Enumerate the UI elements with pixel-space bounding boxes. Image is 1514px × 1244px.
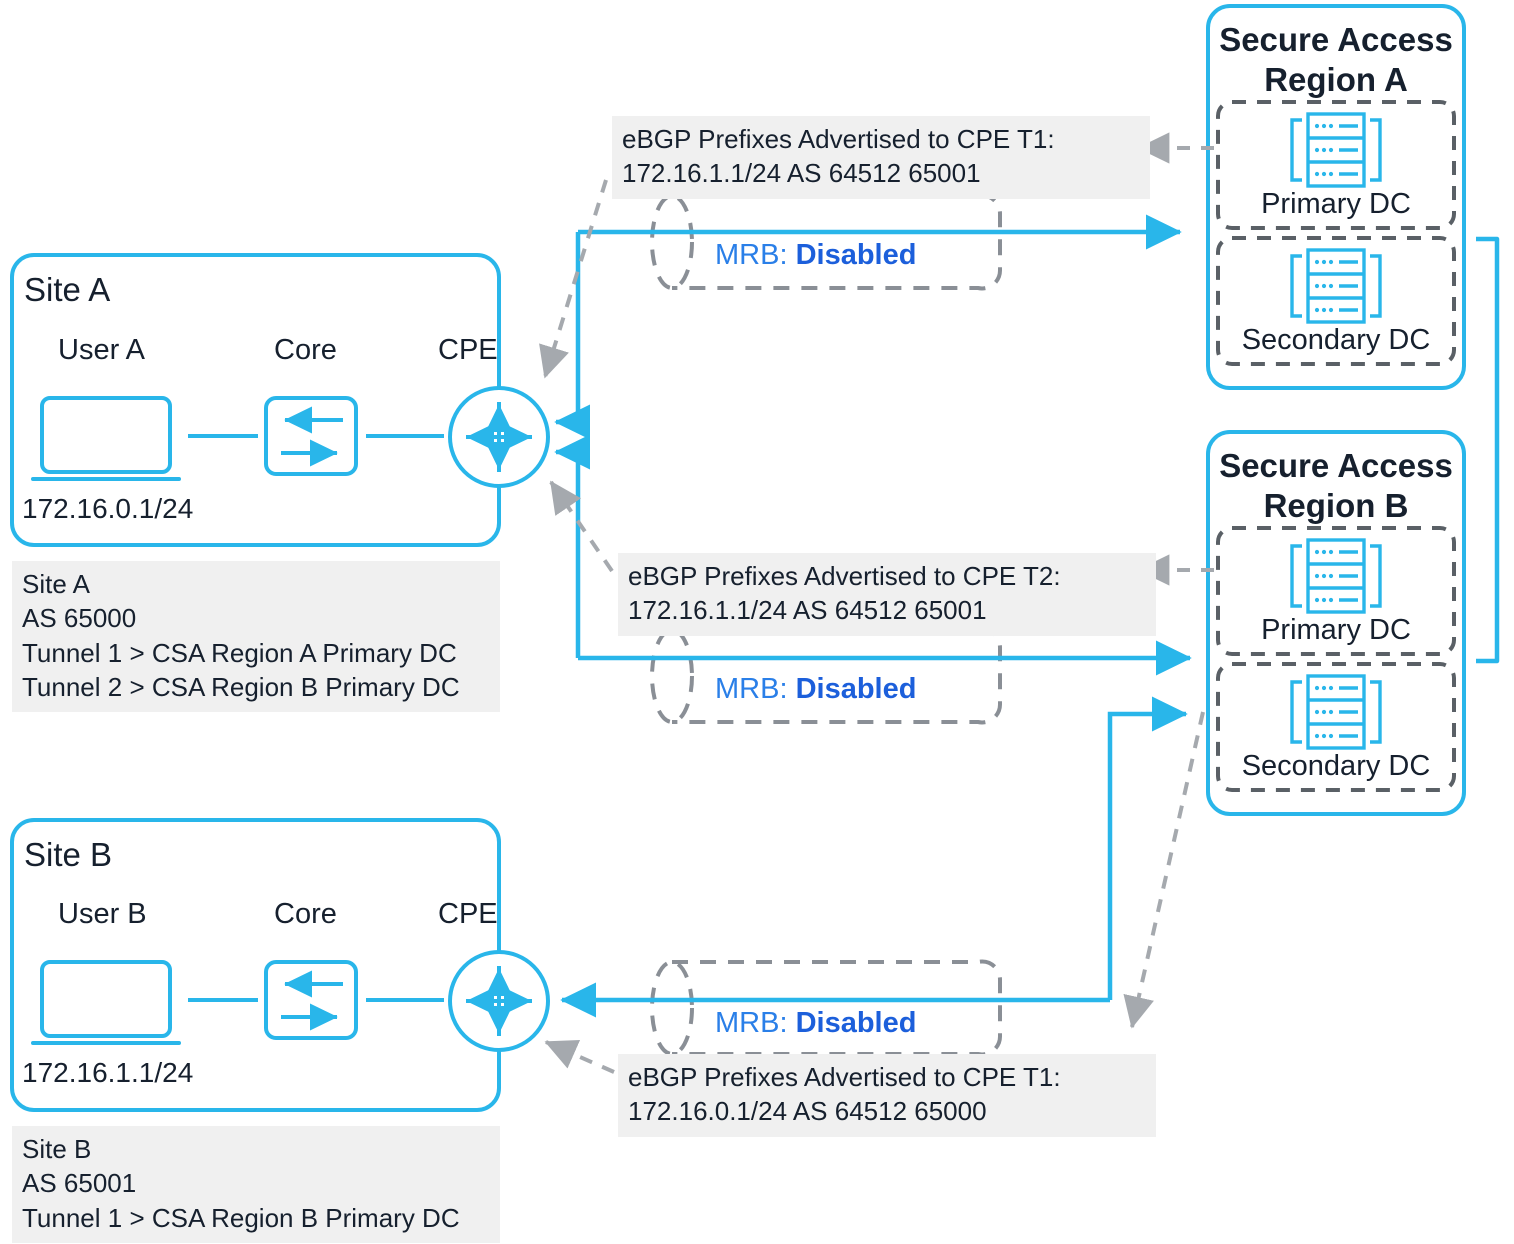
region-interconnect-bracket bbox=[1476, 236, 1500, 664]
region-a-title: Secure Access Region A bbox=[1219, 21, 1453, 98]
site-b-cpe-label: CPE bbox=[438, 898, 498, 930]
tunnel-bottom-capsule bbox=[650, 959, 1003, 1057]
site-b-info-box: Site B AS 65001 Tunnel 1 > CSA Region B … bbox=[12, 1126, 500, 1243]
region-b-secondary-dc-server-rack-icon bbox=[1290, 674, 1382, 750]
region-b-primary-dc-label: Primary DC bbox=[1261, 614, 1411, 646]
site-a-core-label: Core bbox=[274, 334, 337, 366]
tunnel-bottom-mrb-label: MRB: Disabled bbox=[715, 1007, 916, 1040]
region-b-container bbox=[1206, 430, 1466, 816]
site-b-ip-label: 172.16.1.1/24 bbox=[22, 1057, 194, 1088]
site-a-user-label: User A bbox=[58, 334, 146, 366]
region-a-container bbox=[1206, 4, 1466, 390]
ebgp-note-middle-leader-to-site-a-cpe bbox=[549, 480, 614, 573]
site-b-title: Site B bbox=[24, 836, 113, 873]
site-a-ip-label: 172.16.0.1/24 bbox=[22, 493, 194, 524]
tunnel-bottom-mrb-value: Disabled bbox=[795, 1007, 917, 1039]
region-b-primary-dc-server-rack-icon bbox=[1290, 538, 1382, 614]
ebgp-note-bottom-leader-to-site-b-cpe bbox=[544, 1039, 615, 1074]
region-b-title: Secure Access Region B bbox=[1219, 447, 1453, 524]
region-a-primary-dc-label: Primary DC bbox=[1261, 188, 1411, 220]
tunnel-top-mrb-key: MRB: bbox=[715, 239, 788, 271]
site-a-switch-icon bbox=[264, 396, 358, 476]
ebgp-note-middle-line1: eBGP Prefixes Advertised to CPE T2: bbox=[628, 561, 1061, 591]
tunnel-bottom-mrb-key: MRB: bbox=[715, 1007, 788, 1039]
site-b-cpe-router-icon bbox=[448, 950, 550, 1052]
region-a-primary-dc-server-rack-icon bbox=[1290, 112, 1382, 188]
site-b-core-label: Core bbox=[274, 898, 337, 930]
ebgp-note-top-line1: eBGP Prefixes Advertised to CPE T1: bbox=[622, 124, 1055, 154]
tunnel-middle-mrb-label: MRB: Disabled bbox=[715, 673, 916, 706]
ebgp-note-bottom: eBGP Prefixes Advertised to CPE T1: 172.… bbox=[618, 1054, 1156, 1137]
region-a-secondary-dc-server-rack-icon bbox=[1290, 248, 1382, 324]
region-a-secondary-dc-label: Secondary DC bbox=[1241, 324, 1431, 356]
site-a-title: Site A bbox=[24, 271, 111, 308]
tunnel-3-path-site-b-to-region-b-secondary bbox=[1107, 696, 1188, 1000]
ebgp-note-top-line2: 172.16.1.1/24 AS 64512 65001 bbox=[622, 158, 981, 189]
site-b-user-label: User B bbox=[58, 898, 147, 930]
site-b-switch-icon bbox=[264, 960, 358, 1040]
site-a-cpe-router-icon bbox=[448, 386, 550, 488]
site-a-info-box: Site A AS 65000 Tunnel 1 > CSA Region A … bbox=[12, 561, 500, 713]
ebgp-note-top: eBGP Prefixes Advertised to CPE T1: 172.… bbox=[612, 116, 1150, 199]
tunnel-top-mrb-label: MRB: Disabled bbox=[715, 239, 916, 272]
tunnel-middle-mrb-value: Disabled bbox=[795, 673, 917, 705]
ebgp-note-middle: eBGP Prefixes Advertised to CPE T2: 172.… bbox=[618, 553, 1156, 636]
region-b-secondary-dc-label: Secondary DC bbox=[1241, 750, 1431, 782]
ebgp-note-top-leader-to-site-a-cpe bbox=[539, 179, 608, 379]
ebgp-note-middle-line2: 172.16.1.1/24 AS 64512 65001 bbox=[628, 595, 987, 626]
site-a-cpe-label: CPE bbox=[438, 334, 498, 366]
ebgp-note-bottom-line1: eBGP Prefixes Advertised to CPE T1: bbox=[628, 1062, 1061, 1092]
tunnel-1-return-into-site-a-cpe bbox=[554, 232, 591, 440]
ebgp-note-bottom-line2: 172.16.0.1/24 AS 64512 65000 bbox=[628, 1096, 987, 1127]
site-a-laptop-icon bbox=[31, 396, 181, 481]
tunnel-2-return-into-site-a-cpe bbox=[554, 434, 591, 658]
ebgp-note-bottom-leader-from-region-b-secondary bbox=[1123, 711, 1205, 1029]
tunnel-top-mrb-value: Disabled bbox=[795, 239, 917, 271]
site-b-laptop-icon bbox=[31, 960, 181, 1045]
tunnel-middle-mrb-key: MRB: bbox=[715, 673, 788, 705]
